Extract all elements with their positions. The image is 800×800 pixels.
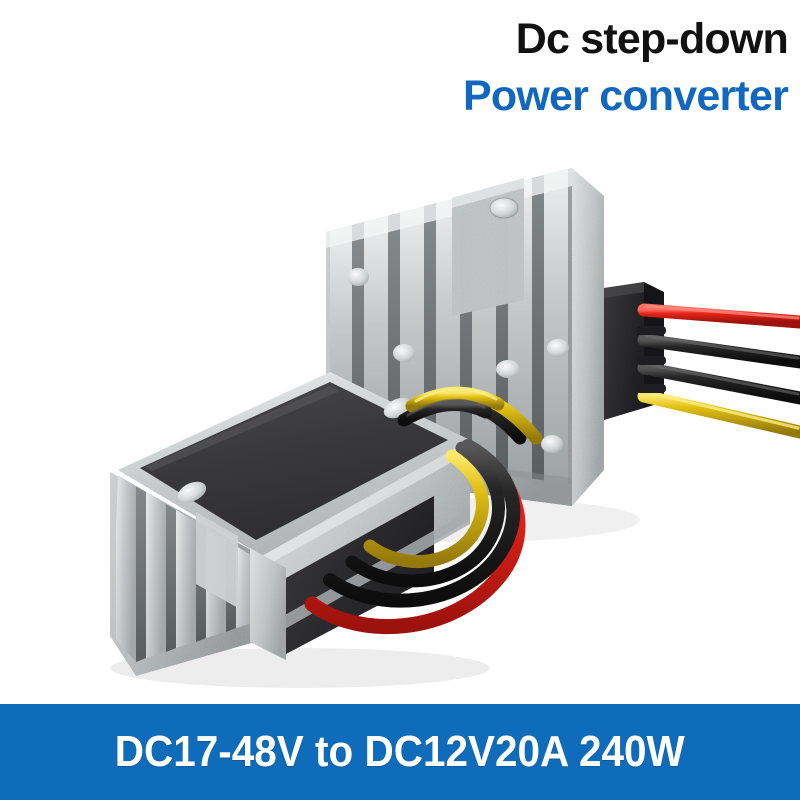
rear-module-stud-4 [547,339,569,357]
rear-module-connector-block [604,282,644,420]
page-subtitle: Power converter [463,72,789,120]
wire-black-front-1 [323,439,521,608]
rear-module-mounting-hole-1 [490,198,518,218]
wire-red [637,303,800,329]
front-module-top-plate [140,382,448,540]
spec-banner: DC17-48V to DC12V20A 240W [0,704,800,800]
heading-block: Dc step-down Power converter [20,0,800,118]
rear-module-cap-tabs [636,326,666,393]
front-module-wire-harness [304,439,526,635]
front-module-wire-tips [397,386,505,427]
rear-module-stud-1 [347,268,369,286]
rear-module-stud-3 [496,360,520,378]
rear-module-right-end-face [572,168,604,506]
front-converter-module [110,372,526,688]
spec-banner-text: DC17-48V to DC12V20A 240W [115,727,685,776]
rear-module-stud-5 [541,435,563,453]
front-module-center-rib [196,512,238,608]
page-title: Dc step-down [515,15,789,63]
wire-black-1 [637,333,800,369]
wire-black-front-2 [345,441,505,588]
rear-module-stud-2 [393,344,415,362]
front-module-front-post [250,548,286,660]
wire-black-2 [637,361,800,405]
rear-module-wire-harness [637,303,800,439]
wire-yellow-front [363,449,489,569]
front-module-mounting-hole-1 [177,481,207,503]
wire-yellow [637,389,800,439]
